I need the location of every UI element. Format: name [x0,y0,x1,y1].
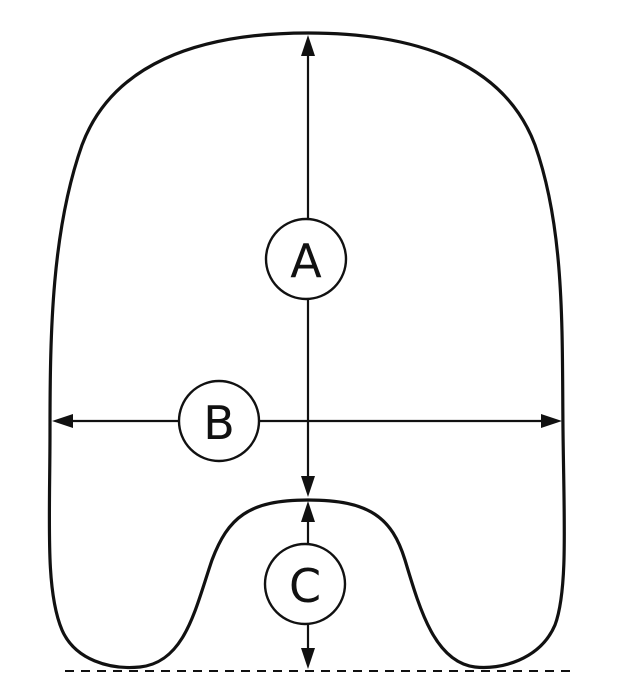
label-a-text: A [290,234,322,288]
dimension-a-arrow-bottom [301,476,315,497]
dimension-b: B [52,379,562,463]
dimension-b-arrow-left [52,414,73,428]
dimension-c-arrow-top [301,501,315,522]
windshield-outline [47,31,566,670]
label-c-text: C [289,559,321,613]
dimension-c-arrow-bottom [301,648,315,669]
dimension-b-arrow-right [541,414,562,428]
dimension-a-arrow-top [301,35,315,56]
dimension-a: A [264,35,348,497]
label-b-circle [177,379,261,463]
dimension-c: C [263,501,347,669]
label-c-circle [263,542,347,626]
label-b-text: B [203,396,235,450]
label-a-circle [264,217,348,301]
